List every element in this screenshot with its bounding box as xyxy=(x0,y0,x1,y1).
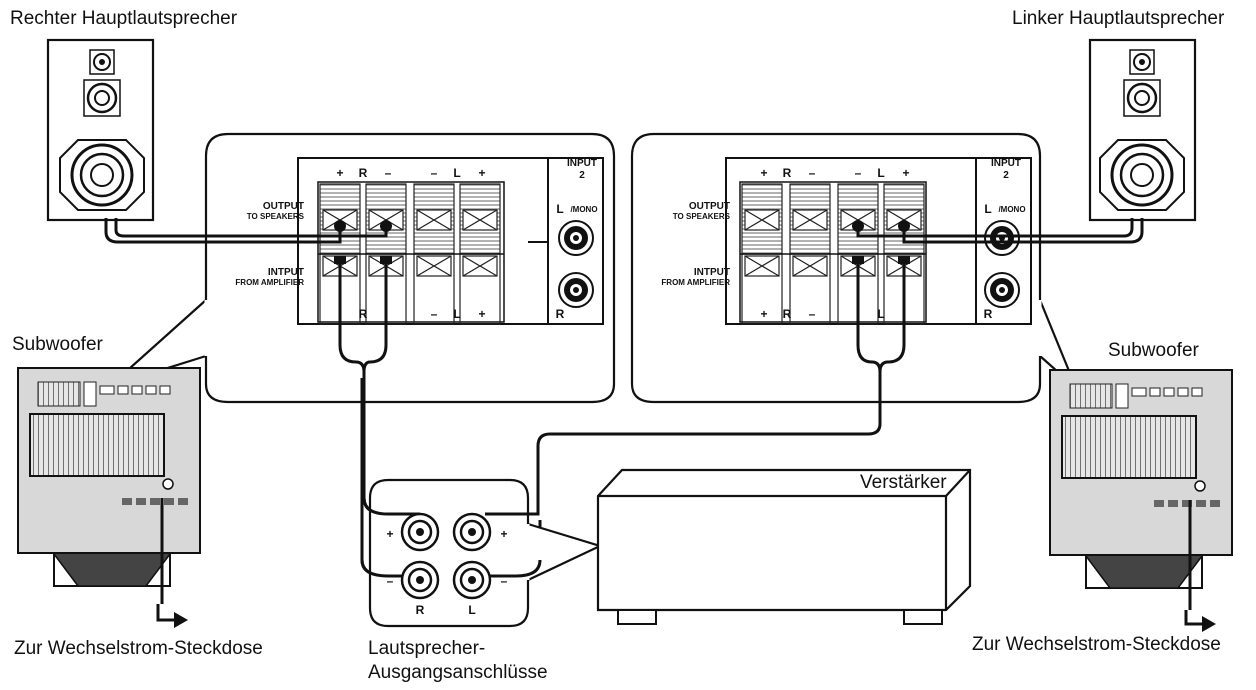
left-rca-r: R xyxy=(556,307,565,321)
label-subwoofer-right: Subwoofer xyxy=(1108,340,1200,361)
left-input-sub: FROM AMPLIFIER xyxy=(235,278,304,287)
right-rca-mono: /MONO xyxy=(998,205,1025,214)
label-subwoofer-left: Subwoofer xyxy=(12,334,104,355)
right-input-sub: FROM AMPLIFIER xyxy=(661,278,730,287)
right-rca-r: R xyxy=(984,307,993,321)
left-top-l: L xyxy=(453,166,460,180)
left-bottom-l: L xyxy=(453,307,460,321)
main-speaker-cables xyxy=(104,218,1144,244)
label-ac-outlet-left: Zur Wechselstrom-Steckdose xyxy=(14,638,263,659)
left-input2-num: 2 xyxy=(579,170,585,181)
speaker-output-terminals: + + – – R L xyxy=(360,478,604,628)
right-input-label: INTPUT xyxy=(694,267,730,278)
left-input-label: INTPUT xyxy=(268,267,304,278)
right-top-r: R xyxy=(783,166,792,180)
right-output-sub: TO SPEAKERS xyxy=(673,212,731,221)
left-output-label: OUTPUT xyxy=(263,201,304,212)
right-panel-callout: OUTPUT TO SPEAKERS INTPUT FROM AMPLIFIER… xyxy=(630,132,1078,404)
right-bottom-plus: + xyxy=(760,307,767,321)
term-r: R xyxy=(416,603,425,617)
label-speaker-outputs-2: Ausgangsanschlüsse xyxy=(368,662,548,683)
right-top-minus-2: – xyxy=(855,166,862,180)
right-top-l: L xyxy=(877,166,884,180)
amplifier xyxy=(596,468,972,625)
left-bottom-r: R xyxy=(359,307,368,321)
left-top-minus-1: – xyxy=(385,166,392,180)
label-right-main-speaker: Rechter Hauptlautsprecher xyxy=(10,8,238,29)
term-plus-right: + xyxy=(500,527,507,541)
left-main-speaker xyxy=(1088,38,1197,222)
right-input2-num: 2 xyxy=(1003,170,1009,181)
arrow-icon xyxy=(1202,616,1216,632)
left-rca-mono: /MONO xyxy=(570,205,597,214)
label-ac-outlet-right: Zur Wechselstrom-Steckdose xyxy=(972,634,1221,655)
left-rca-l: L xyxy=(556,202,563,216)
right-main-speaker xyxy=(46,38,155,222)
term-minus-right: – xyxy=(501,574,508,588)
left-top-plus-2: + xyxy=(478,166,485,180)
left-output-sub: TO SPEAKERS xyxy=(247,212,305,221)
left-top-minus-2: – xyxy=(431,166,438,180)
label-left-main-speaker: Linker Hauptlautsprecher xyxy=(1012,8,1225,29)
right-bottom-minus: – xyxy=(809,307,816,321)
power-cords xyxy=(156,498,1204,626)
left-top-plus-1: + xyxy=(336,166,343,180)
subwoofer-left xyxy=(17,367,201,587)
left-top-r: R xyxy=(359,166,368,180)
right-top-plus-2: + xyxy=(902,166,909,180)
left-bottom-minus: – xyxy=(431,307,438,321)
right-rca-l: L xyxy=(984,202,991,216)
term-minus-left: – xyxy=(387,574,394,588)
label-amplifier: Verstärker xyxy=(860,472,947,493)
left-input2-label: INPUT xyxy=(567,158,597,169)
right-top-plus-1: + xyxy=(760,166,767,180)
right-bottom-r: R xyxy=(783,307,792,321)
right-top-minus-1: – xyxy=(809,166,816,180)
left-bottom-plus: + xyxy=(478,307,485,321)
right-output-label: OUTPUT xyxy=(689,201,730,212)
subwoofer-right xyxy=(1049,369,1233,589)
right-input2-label: INPUT xyxy=(991,158,1021,169)
label-speaker-outputs-1: Lautsprecher- xyxy=(368,638,485,659)
left-panel-callout: OUTPUT TO SPEAKERS INTPUT FROM AMPLIFIER… xyxy=(109,132,616,404)
term-l: L xyxy=(468,603,475,617)
term-plus-left: + xyxy=(386,527,393,541)
right-bottom-l: L xyxy=(877,307,884,321)
arrow-icon xyxy=(174,612,188,628)
